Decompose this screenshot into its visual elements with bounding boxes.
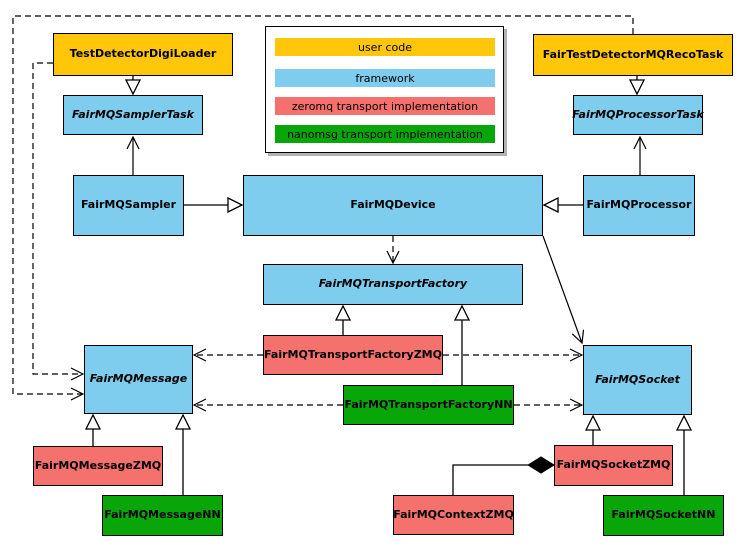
node-fairtestdetectormqrecotask: FairTestDetectorMQRecoTask <box>533 34 733 76</box>
node-fairmqprocessortask: FairMQProcessorTask <box>572 95 704 135</box>
association-edges <box>133 137 640 343</box>
dependency-edges <box>12 15 634 405</box>
node-fairmqsamplertask: FairMQSamplerTask <box>63 95 203 135</box>
node-fairmqtransportfactory: FairMQTransportFactory <box>263 264 523 305</box>
composition-diamond-icon <box>527 456 555 474</box>
node-fairmqsocketnn: FairMQSocketNN <box>603 495 724 536</box>
edge-digiloader-message-dependency <box>32 62 83 374</box>
edge-device-socket-association <box>542 235 582 343</box>
inheritance-edges <box>93 76 684 495</box>
composition-edge <box>452 456 555 495</box>
edge-socketzmq-contextzmq-line <box>452 464 528 495</box>
node-fairmqsocket: FairMQSocket <box>583 345 692 415</box>
node-fairmqtransportfactorynn: FairMQTransportFactoryNN <box>343 385 514 425</box>
legend-swatch-bar: framework <box>275 69 495 87</box>
legend-swatch-bar: user code <box>275 38 495 56</box>
node-fairmqprocessor: FairMQProcessor <box>583 175 695 236</box>
legend: user code framework zeromq transport imp… <box>265 26 504 153</box>
node-testdetectordigiloader: TestDetectorDigiLoader <box>53 33 233 76</box>
node-fairmqmessage: FairMQMessage <box>84 345 193 414</box>
legend-swatch-bar: zeromq transport implementation <box>275 97 495 115</box>
node-fairmqmessagenn: FairMQMessageNN <box>102 495 223 536</box>
node-fairmqsocketzmq: FairMQSocketZMQ <box>554 445 673 486</box>
node-fairmqtransportfactoryzmq: FairMQTransportFactoryZMQ <box>263 335 443 375</box>
edge-recotask-message-dependency <box>12 15 634 394</box>
node-fairmqsampler: FairMQSampler <box>73 175 184 236</box>
node-fairmqmessagezmq: FairMQMessageZMQ <box>33 446 163 486</box>
node-fairmqdevice: FairMQDevice <box>243 175 543 236</box>
node-fairmqcontextzmq: FairMQContextZMQ <box>393 495 514 535</box>
legend-swatch-bar: nanomsg transport implementation <box>275 125 495 143</box>
